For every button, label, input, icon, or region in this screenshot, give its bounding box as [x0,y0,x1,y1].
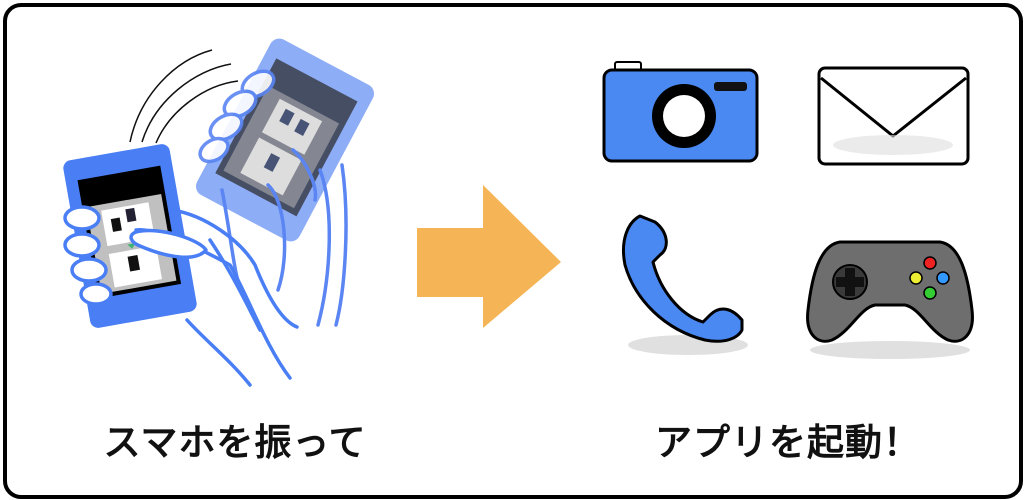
phone-shaken-ghost [195,38,375,242]
caption-shake-phone: スマホを振って [103,421,367,464]
shake-motion-lines [129,49,239,144]
outer-frame [3,3,1023,499]
arrow-right-icon [417,185,561,328]
fingers-back [198,69,276,164]
gamepad-icon [806,240,974,359]
camera-icon [602,61,759,163]
mail-icon [817,66,970,166]
fingers-front [63,205,113,306]
phone-icon [622,214,748,355]
hand-front [129,208,299,387]
caption-launch-app: アプリを起動！ [655,421,921,464]
